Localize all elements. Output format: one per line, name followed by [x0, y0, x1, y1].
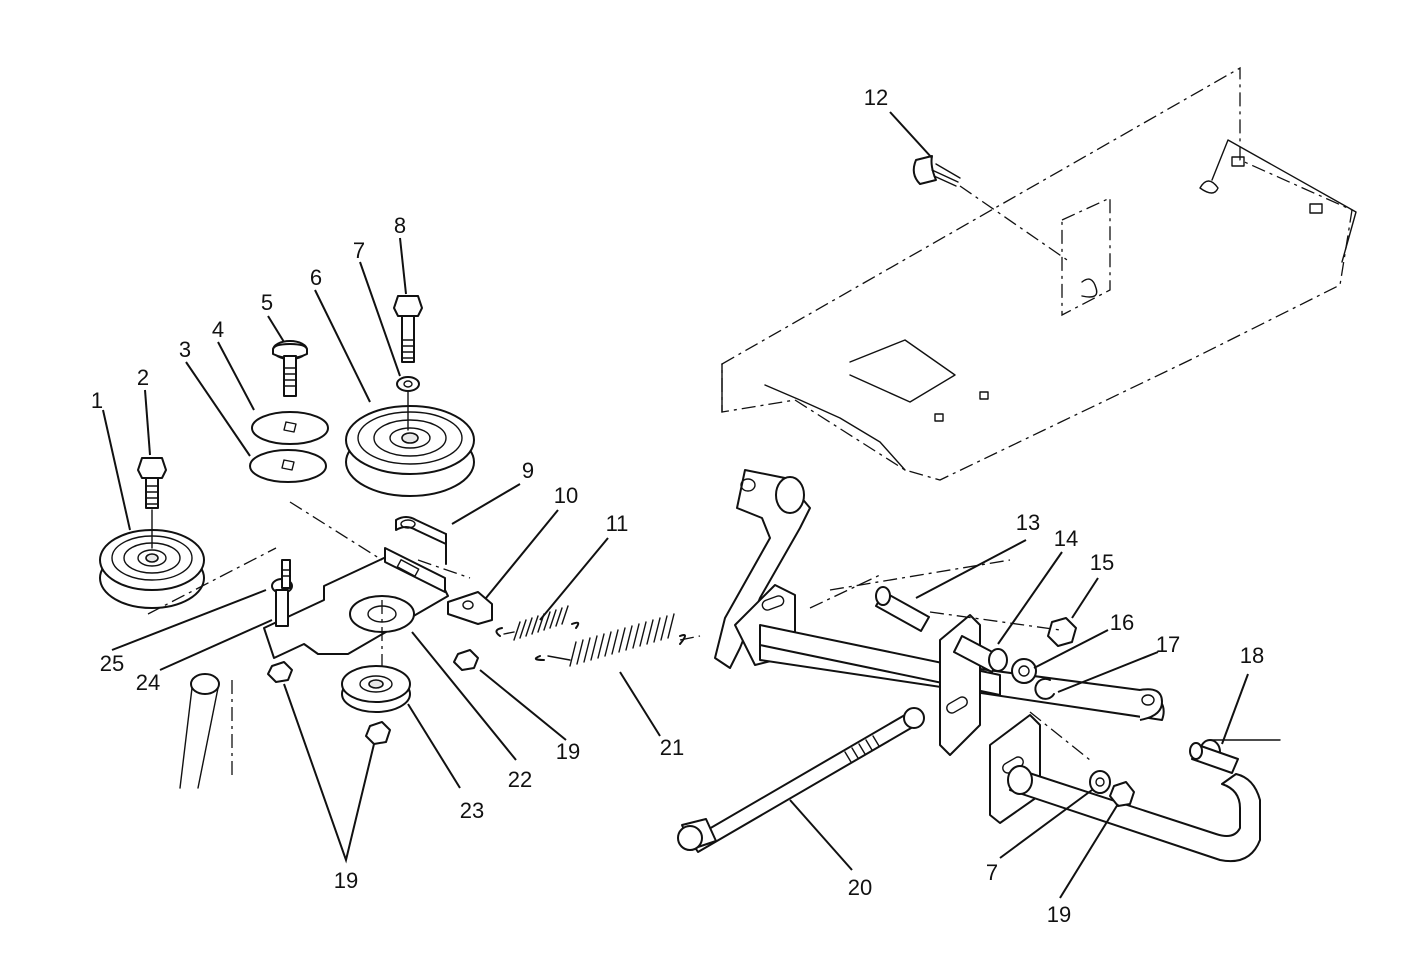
leader-lines [102, 111, 1249, 899]
callout-25: 25 [100, 651, 124, 676]
bushing-14 [953, 635, 1008, 673]
carriage-bolt-12 [912, 155, 1071, 263]
mounting-plate [721, 66, 1357, 481]
callout-12: 12 [864, 85, 888, 110]
nut-15 [1047, 617, 1077, 647]
pulley-1 [99, 529, 205, 609]
idler-pulley-23 [341, 665, 411, 713]
nut-19-spring [453, 649, 479, 671]
nut-19-right [1109, 781, 1135, 807]
callout-19-spring: 19 [556, 739, 580, 764]
callout-1: 1 [91, 388, 103, 413]
nut-19-center [365, 721, 391, 745]
callout-7: 7 [353, 238, 365, 263]
rod-20 [677, 707, 925, 853]
callout-15: 15 [1090, 550, 1114, 575]
callout-24: 24 [136, 670, 160, 695]
nut-19-left [267, 661, 293, 683]
callout-11: 11 [606, 511, 629, 536]
callout-7-right: 7 [986, 860, 998, 885]
callout-18: 18 [1240, 643, 1264, 668]
spring-21 [534, 613, 701, 667]
callout-23: 23 [460, 798, 484, 823]
washer-7-left [396, 376, 420, 431]
hex-bolt-8 [393, 295, 423, 363]
callout-19-right: 19 [1047, 902, 1071, 927]
callout-21: 21 [660, 735, 684, 760]
callout-5: 5 [261, 290, 273, 315]
callout-14: 14 [1054, 526, 1078, 551]
callout-22: 22 [508, 767, 532, 792]
pin-13 [875, 586, 930, 632]
washer-4 [251, 411, 329, 445]
carriage-bolt-5 [272, 340, 308, 397]
idler-bracket-22 [263, 547, 449, 659]
spring-10-hook [447, 591, 493, 625]
washer-7-right [1089, 770, 1111, 794]
callout-13: 13 [1016, 510, 1040, 535]
bracket-9 [395, 516, 447, 565]
washer-16 [1011, 658, 1037, 684]
callout-20: 20 [848, 875, 872, 900]
callout-labels: 1 2 3 4 5 6 7 8 9 10 11 12 13 14 15 16 1… [91, 85, 1264, 927]
callout-17: 17 [1156, 632, 1180, 657]
callout-10: 10 [554, 483, 578, 508]
callout-16: 16 [1110, 610, 1134, 635]
callout-3: 3 [179, 337, 191, 362]
pin-18 [1189, 742, 1239, 774]
callout-8: 8 [394, 213, 406, 238]
callout-19-nuts: 19 [334, 868, 358, 893]
callout-9: 9 [522, 458, 534, 483]
e-clip-17 [1034, 677, 1055, 700]
stud-24-25 [271, 559, 293, 627]
callout-4: 4 [212, 317, 224, 342]
callout-2: 2 [137, 365, 149, 390]
pedal-arm-assembly [714, 469, 1281, 862]
pulley-6 [345, 405, 475, 497]
callout-6: 6 [310, 265, 322, 290]
washer-3 [249, 449, 327, 483]
spring-11 [495, 605, 580, 641]
shaft-fragment [179, 673, 233, 789]
hex-bolt-2 [137, 457, 167, 549]
